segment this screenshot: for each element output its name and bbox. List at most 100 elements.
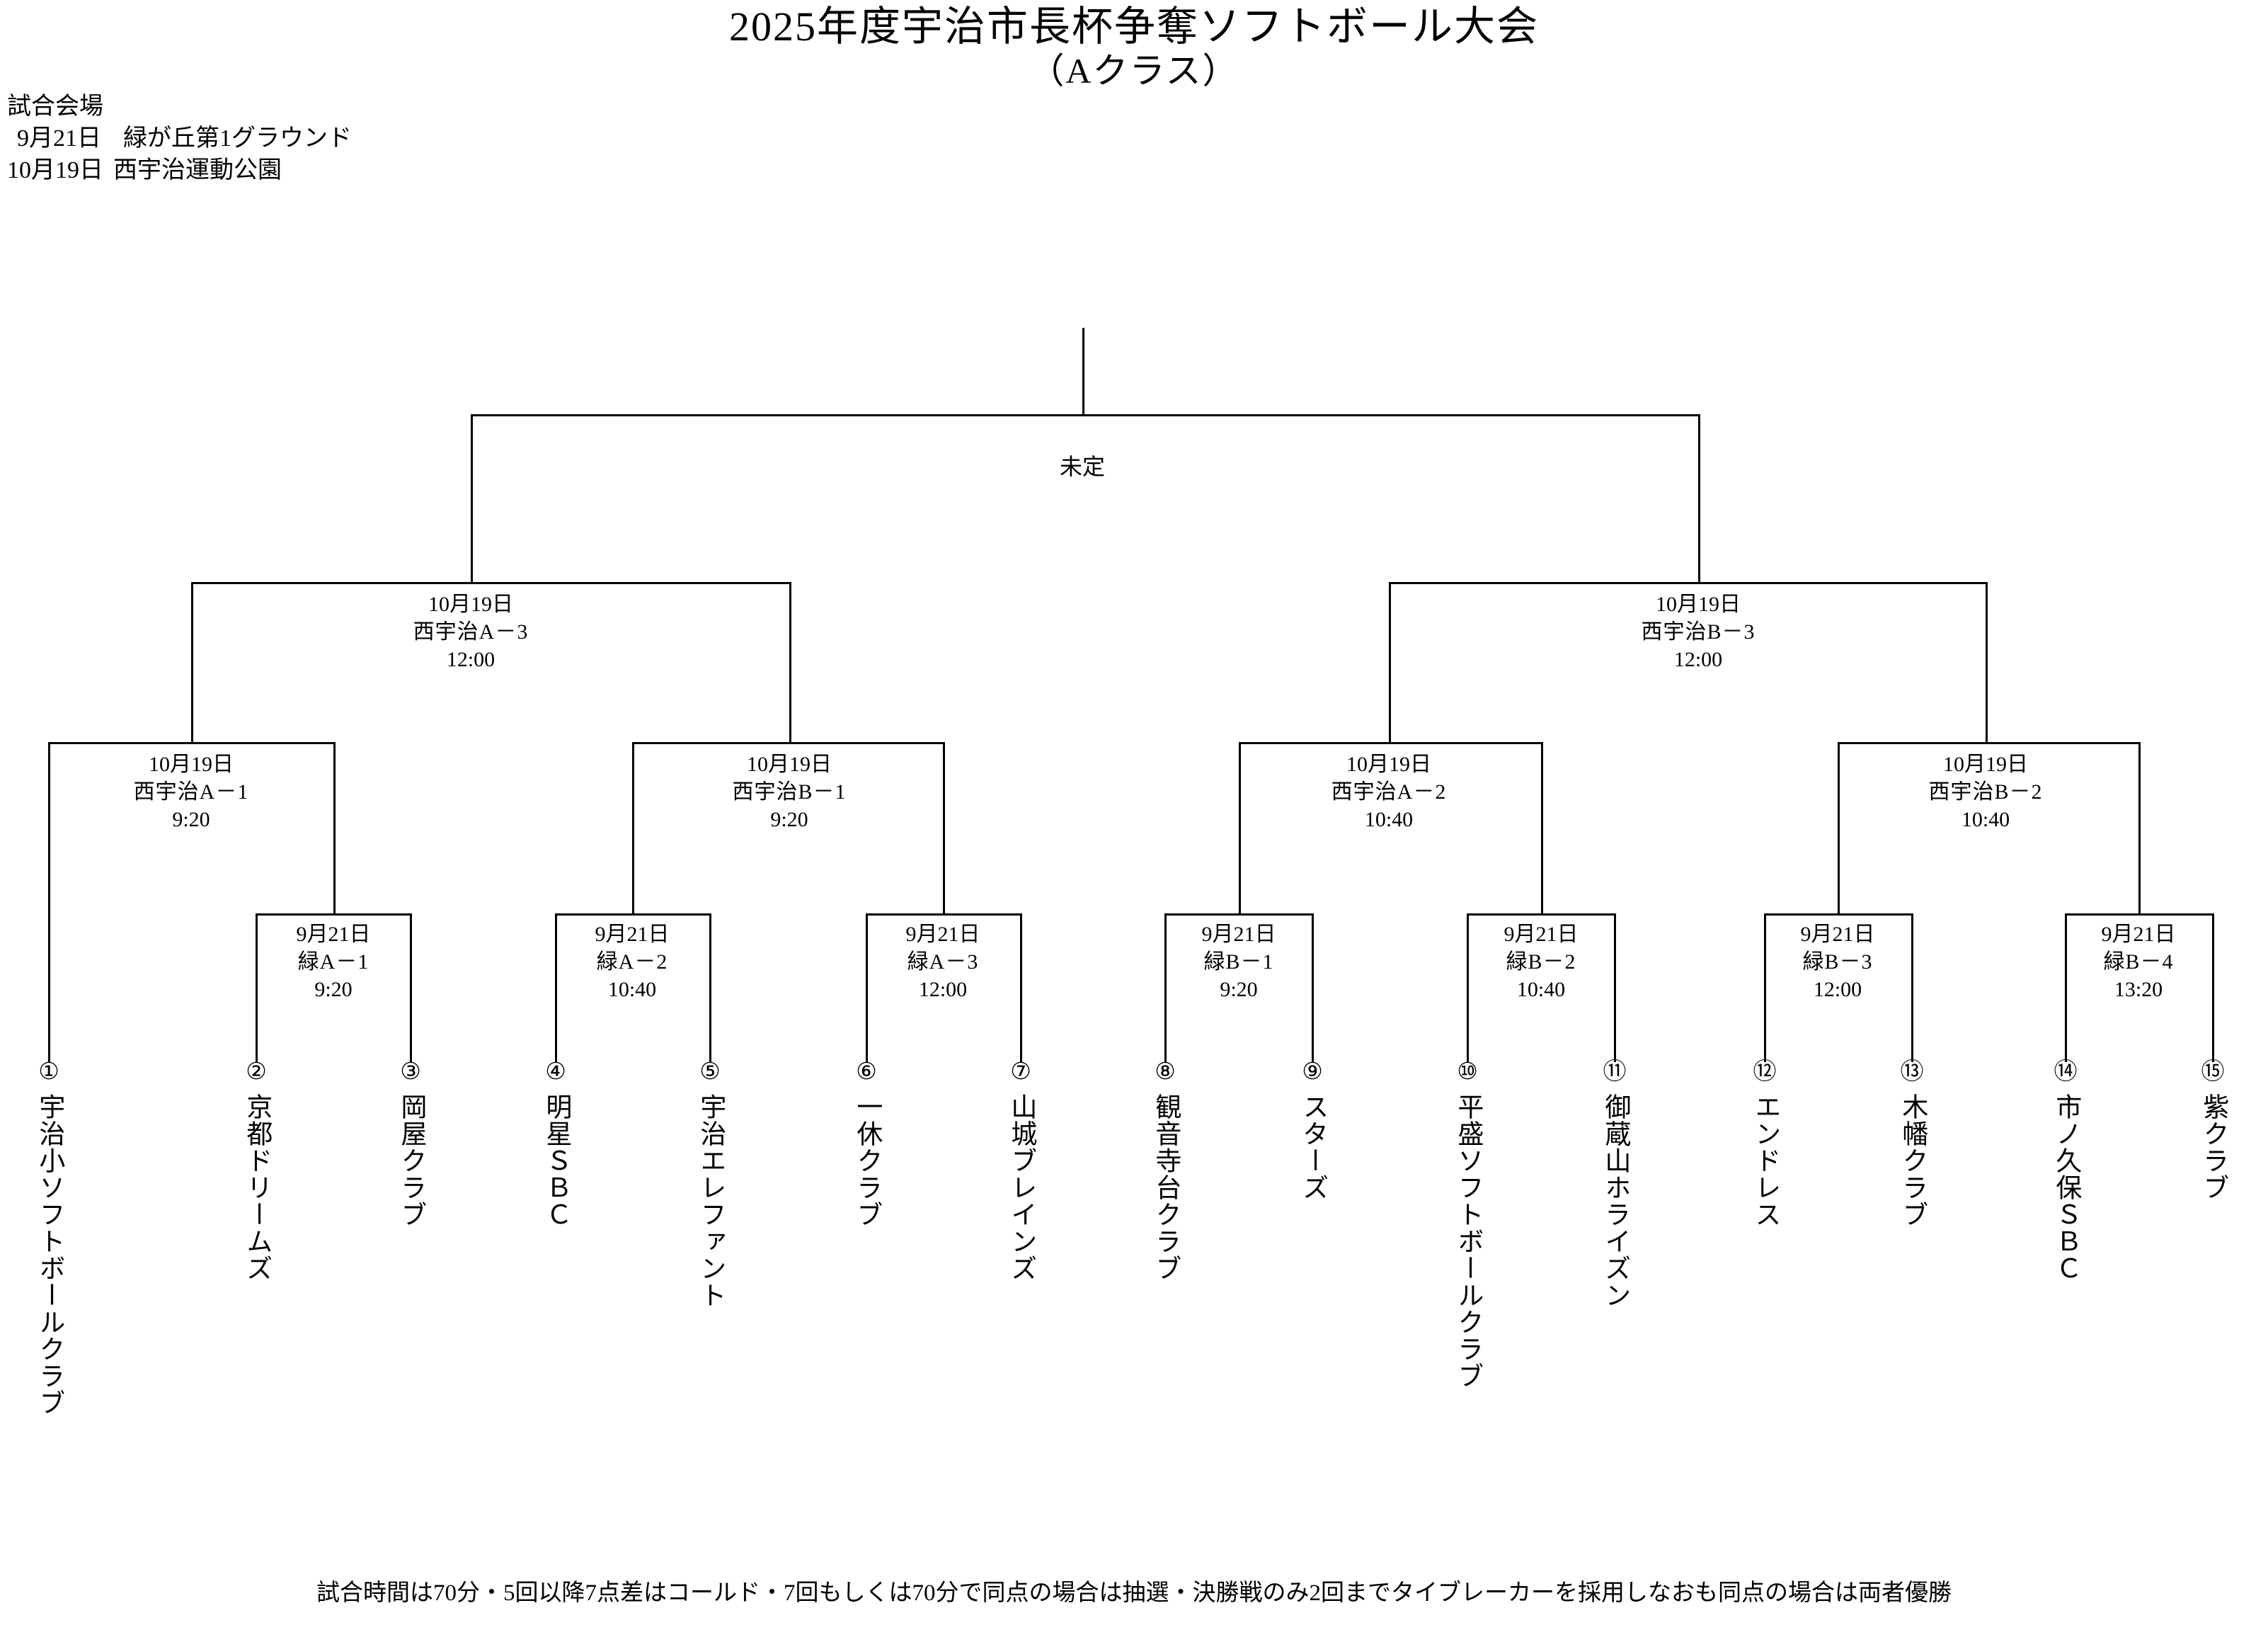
first-round-2-time: 10:40 xyxy=(607,978,657,1001)
quarterfinal-3-leg-right xyxy=(1541,742,1543,913)
quarterfinal-3-label: 10月19日 西宇治A－2 10:40 xyxy=(1331,751,1447,833)
page-title: 2025年度宇治市長杯争奪ソフトボール大会 （Aクラス） xyxy=(0,4,2268,92)
team-slot-11[interactable]: ⑪ 御蔵山ホライズン xyxy=(1593,1061,1637,1309)
team-slot-7[interactable]: ⑦ 山城ブレインズ xyxy=(999,1061,1043,1282)
team-slot-14[interactable]: ⑭ 市ノ久保ＳＢＣ xyxy=(2044,1061,2087,1282)
first-round-3-leg-right xyxy=(1020,913,1022,1062)
quarterfinal-4-connector xyxy=(1838,742,2141,744)
first-round-4-leg-right xyxy=(1312,913,1314,1062)
first-round-7-label: 9月21日 緑B－4 13:20 xyxy=(2102,920,2176,1003)
first-round-7-time: 13:20 xyxy=(2114,978,2163,1001)
team-number-10: ⑩ xyxy=(1457,1059,1478,1085)
first-round-2-leg-right xyxy=(709,913,711,1062)
semifinal-2-connector xyxy=(1389,582,1988,584)
first-round-4-date: 9月21日 xyxy=(1201,923,1276,946)
team-number-9: ⑨ xyxy=(1302,1059,1323,1085)
semifinal-1-connector xyxy=(191,582,791,584)
team-slot-10[interactable]: ⑩ 平盛ソフトボールクラブ xyxy=(1445,1059,1489,1390)
quarterfinal-1-date: 10月19日 xyxy=(148,753,234,776)
team-slot-5[interactable]: ⑤ 宇治エレファント xyxy=(688,1061,732,1309)
team-number-11: ⑪ xyxy=(1603,1059,1627,1085)
team-slot-9[interactable]: ⑨ スターズ xyxy=(1290,1059,1334,1202)
first-round-1-venue: 緑A－1 xyxy=(297,950,370,974)
venue-place-1: 緑が丘第1グラウンド xyxy=(123,125,352,152)
first-round-7-connector xyxy=(2065,913,2214,916)
venue-row-1: 9月21日緑が丘第1グラウンド xyxy=(7,122,352,154)
first-round-5-connector xyxy=(1467,913,1616,916)
team-slot-3[interactable]: ③ 岡屋クラブ xyxy=(389,1061,433,1228)
quarterfinal-3-time: 10:40 xyxy=(1364,808,1414,831)
quarterfinal-4-leg-right xyxy=(2138,742,2141,913)
quarterfinal-1-leg-left xyxy=(48,742,50,1062)
first-round-5-date: 9月21日 xyxy=(1504,923,1579,946)
team-name-5: 宇治エレファント xyxy=(695,1093,725,1309)
first-round-1-label: 9月21日 緑A－1 9:20 xyxy=(297,920,371,1003)
team-name-6: 一休クラブ xyxy=(852,1093,881,1228)
quarterfinal-4-leg-left xyxy=(1838,742,1840,913)
team-slot-12[interactable]: ⑫ エンドレス xyxy=(1743,1061,1787,1228)
team-number-4: ④ xyxy=(545,1059,566,1085)
first-round-3-label: 9月21日 緑A－3 12:00 xyxy=(906,920,980,1003)
team-name-15: 紫クラブ xyxy=(2198,1093,2228,1201)
first-round-6-leg-left xyxy=(1764,913,1766,1062)
team-slot-6[interactable]: ⑥ 一休クラブ xyxy=(844,1061,888,1228)
team-number-15: ⑮ xyxy=(2201,1059,2225,1085)
team-slot-1[interactable]: ① 宇治小ソフトボールクラブ xyxy=(27,1059,71,1417)
team-slot-2[interactable]: ② 京都ドリームズ xyxy=(234,1061,278,1282)
semifinal-2-leg-right xyxy=(1986,582,1988,743)
first-round-1-leg-right xyxy=(410,913,412,1062)
team-number-1: ① xyxy=(38,1059,59,1085)
quarterfinal-2-time: 9:20 xyxy=(770,808,808,831)
first-round-3-venue: 緑A－3 xyxy=(907,950,979,974)
team-name-7: 山城ブレインズ xyxy=(1006,1093,1036,1282)
semifinal-1-time: 12:00 xyxy=(446,648,496,671)
first-round-6-label: 9月21日 緑B－3 12:00 xyxy=(1801,920,1875,1003)
semifinal-2-label: 10月19日 西宇治B－3 12:00 xyxy=(1641,591,1755,673)
team-slot-15[interactable]: ⑮ 紫クラブ xyxy=(2191,1059,2235,1202)
team-number-13: ⑬ xyxy=(1900,1059,1924,1085)
team-slot-4[interactable]: ④ 明星ＳＢＣ xyxy=(534,1061,578,1228)
semifinal-2-venue: 西宇治B－3 xyxy=(1641,620,1756,644)
first-round-6-venue: 緑B－3 xyxy=(1802,950,1873,974)
first-round-6-date: 9月21日 xyxy=(1800,923,1875,946)
team-number-3: ③ xyxy=(400,1059,421,1085)
team-name-8: 観音寺台クラブ xyxy=(1150,1093,1180,1282)
semifinal-1-leg-right xyxy=(789,582,791,743)
title-sub: （Aクラス） xyxy=(1029,50,1239,91)
team-slot-13[interactable]: ⑬ 木幡クラブ xyxy=(1890,1061,1934,1228)
quarterfinal-2-leg-right xyxy=(943,742,945,913)
first-round-7-venue: 緑B－4 xyxy=(2103,950,2174,974)
team-number-7: ⑦ xyxy=(1010,1059,1031,1085)
quarterfinal-2-label: 10月19日 西宇治B－1 9:20 xyxy=(732,751,846,833)
quarterfinal-1-leg-right xyxy=(333,742,336,913)
team-number-6: ⑥ xyxy=(856,1059,877,1085)
title-main: 2025年度宇治市長杯争奪ソフトボール大会 xyxy=(728,4,1539,50)
quarterfinal-3-date: 10月19日 xyxy=(1346,753,1431,776)
first-round-7-leg-left xyxy=(2065,913,2067,1062)
first-round-3-time: 12:00 xyxy=(918,978,968,1001)
final-match-label: 未定 xyxy=(1059,454,1106,479)
quarterfinal-1-connector xyxy=(48,742,336,744)
team-name-14: 市ノ久保ＳＢＣ xyxy=(2051,1093,2080,1282)
first-round-6-time: 12:00 xyxy=(1813,978,1862,1001)
team-slot-8[interactable]: ⑧ 観音寺台クラブ xyxy=(1143,1061,1187,1282)
venue-row-2: 10月19日西宇治運動公園 xyxy=(7,154,352,186)
rules-note: 試合時間は70分・5回以降7点差はコールド・7回もしくは70分で同点の場合は抽選… xyxy=(316,1580,1952,1606)
first-round-4-label: 9月21日 緑B－1 9:20 xyxy=(1202,920,1276,1003)
team-name-4: 明星ＳＢＣ xyxy=(541,1093,571,1228)
quarterfinal-2-connector xyxy=(632,742,945,744)
venue-info: 試合会場 9月21日緑が丘第1グラウンド 10月19日西宇治運動公園 xyxy=(7,91,352,187)
first-round-2-leg-left xyxy=(555,913,557,1062)
quarterfinal-3-connector xyxy=(1239,742,1543,744)
first-round-7-leg-right xyxy=(2212,913,2214,1062)
semifinal-2-leg-left xyxy=(1389,582,1391,743)
first-round-2-connector xyxy=(555,913,711,916)
team-number-8: ⑧ xyxy=(1155,1059,1176,1085)
final-connector xyxy=(471,414,1700,416)
quarterfinal-1-label: 10月19日 西宇治A－1 9:20 xyxy=(134,751,249,833)
venue-date-1: 9月21日 xyxy=(17,125,101,152)
first-round-5-time: 10:40 xyxy=(1516,978,1566,1001)
quarterfinal-4-venue: 西宇治B－2 xyxy=(1928,780,2043,804)
team-number-5: ⑤ xyxy=(699,1059,721,1085)
first-round-4-time: 9:20 xyxy=(1220,978,1258,1001)
